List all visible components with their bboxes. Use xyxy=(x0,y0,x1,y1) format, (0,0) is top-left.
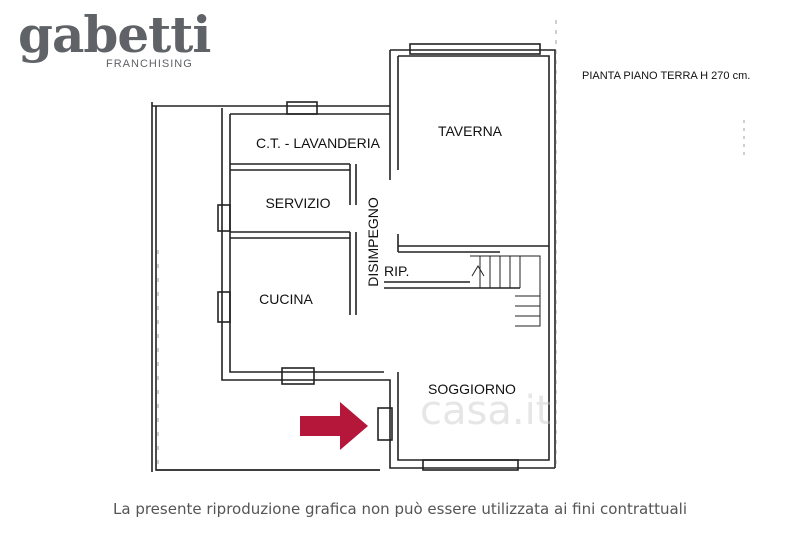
room-label-cucina: CUCINA xyxy=(259,291,313,307)
room-label-servizio: SERVIZIO xyxy=(265,195,330,211)
floor-plan-walls xyxy=(151,43,556,472)
brand-subtitle: FRANCHISING xyxy=(106,58,193,70)
entrance-arrow-icon xyxy=(300,402,368,450)
floor-plan: C.T. - LAVANDERIA TAVERNA SERVIZIO DISIM… xyxy=(151,20,745,472)
room-label-taverna: TAVERNA xyxy=(438,123,503,139)
brand-name: gabetti xyxy=(18,5,211,64)
gabetti-logo: gabetti FRANCHISING xyxy=(18,6,211,76)
watermark: casa.it xyxy=(420,388,551,434)
plan-title: PIANTA PIANO TERRA H 270 cm. xyxy=(582,70,751,82)
staircase xyxy=(470,255,541,327)
room-label-lavanderia: C.T. - LAVANDERIA xyxy=(256,135,381,151)
dashed-boundaries xyxy=(157,20,745,470)
disclaimer: La presente riproduzione grafica non può… xyxy=(113,500,687,518)
room-label-rip: RIP. xyxy=(384,263,409,279)
room-label-disimpegno: DISIMPEGNO xyxy=(365,197,381,287)
room-label-soggiorno: SOGGIORNO xyxy=(428,381,516,397)
